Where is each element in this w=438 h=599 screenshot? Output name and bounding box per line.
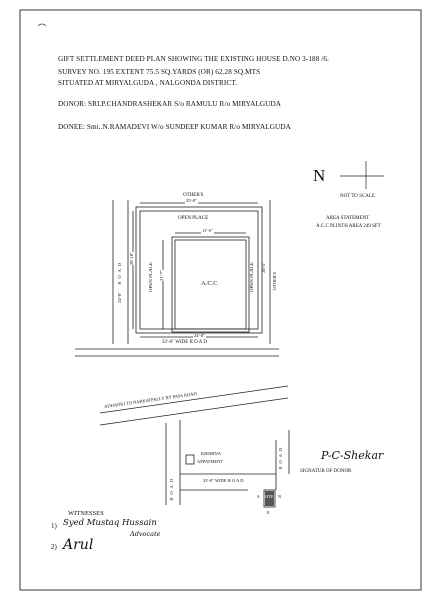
north-letter: N <box>313 166 326 185</box>
plot-boundary <box>135 206 263 334</box>
dim-acc-top: 11'-6" <box>201 228 214 234</box>
sheet-border <box>19 9 422 591</box>
area-statement-title: AREA STATEMENT <box>326 216 370 221</box>
site-s-label: S <box>257 494 260 499</box>
scale-note: NOT TO SCALE <box>340 194 376 199</box>
acc-block <box>171 236 250 333</box>
witness-1-number: 1) <box>51 522 57 530</box>
donee-line: DONEE: Smt..N.RAMADEVI W/o SUNDEEP KUMAR… <box>58 123 291 131</box>
apartment-label: APPATMENT <box>197 459 224 464</box>
road-bottom-label: 33'-0" WIDE R O A D <box>162 340 207 345</box>
dim-bottom: 24'-8" <box>193 333 206 339</box>
dim-right: 28'-5" <box>261 262 266 273</box>
dim-left-lower: 24'-0" <box>117 292 122 303</box>
title-line-1: GIFT SETTLEMENT DEED PLAN SHOWING THE EX… <box>58 55 330 63</box>
witness-2-number: 2) <box>51 543 57 551</box>
donor-line: DONOR: SRI.P.CHANDRASHEKAR S/o RAMULU R/… <box>58 100 282 108</box>
acc-block-inner <box>174 239 247 330</box>
dim-left-upper: 28'-10" <box>129 252 135 266</box>
site-e-label: E <box>267 510 270 515</box>
site-box <box>263 489 276 508</box>
others-top-label: OTHER'S <box>183 193 204 198</box>
open-place-top: OPEN PLACE <box>178 216 209 221</box>
witness-2-signature: Arul <box>63 537 94 553</box>
north-arrow-icon <box>340 161 384 189</box>
acc-label: A.C.C <box>201 280 218 287</box>
site-label: SITE <box>264 494 274 499</box>
open-place-right: OPEN PLACE <box>250 262 255 293</box>
location-sketch <box>99 385 290 508</box>
donor-signature-label: SIGNATUR OF DONOR <box>300 469 352 474</box>
bypass-road-edge <box>99 397 289 426</box>
plot-boundary-inner <box>139 210 259 330</box>
vertical-road-label: R O A D <box>169 478 174 501</box>
site-n-label: N <box>278 494 282 499</box>
site-fill <box>265 491 274 506</box>
dim-top: 25'-8" <box>185 198 198 204</box>
road-left-label: R O A D <box>117 262 122 285</box>
donor-signature: P-C-Shekar <box>321 449 384 462</box>
witness-1-subtitle: Advocate <box>130 530 161 538</box>
open-place-left: OPEN PLACE <box>149 262 154 293</box>
title-line-3: SITUATED AT MIRYALGUDA , NALGONDA DISTRI… <box>58 79 238 87</box>
right-road-label: R O A D <box>278 447 283 470</box>
site-plan <box>75 200 279 357</box>
others-right-label: OTHER'S <box>272 272 277 291</box>
wide-road-label: 33'-0" WIDE R O A D <box>203 478 244 483</box>
corner-mark <box>37 23 47 27</box>
area-statement-value: A.C.C PLINTH AREA 249 SFT <box>316 224 381 229</box>
bypass-road-edge <box>99 385 289 414</box>
title-line-2: SURVEY NO. 195 EXTENT 75.5 SQ.YARDS (OR)… <box>58 68 261 76</box>
witness-1-signature: Syed Mustaq Hussain <box>63 518 157 528</box>
krishna-label: KRISHNA <box>201 451 222 456</box>
dim-acc-left: 21'-7" <box>159 270 165 281</box>
witnesses-label: WITNESSES <box>68 510 104 517</box>
krishna-apartment-marker <box>185 454 195 465</box>
